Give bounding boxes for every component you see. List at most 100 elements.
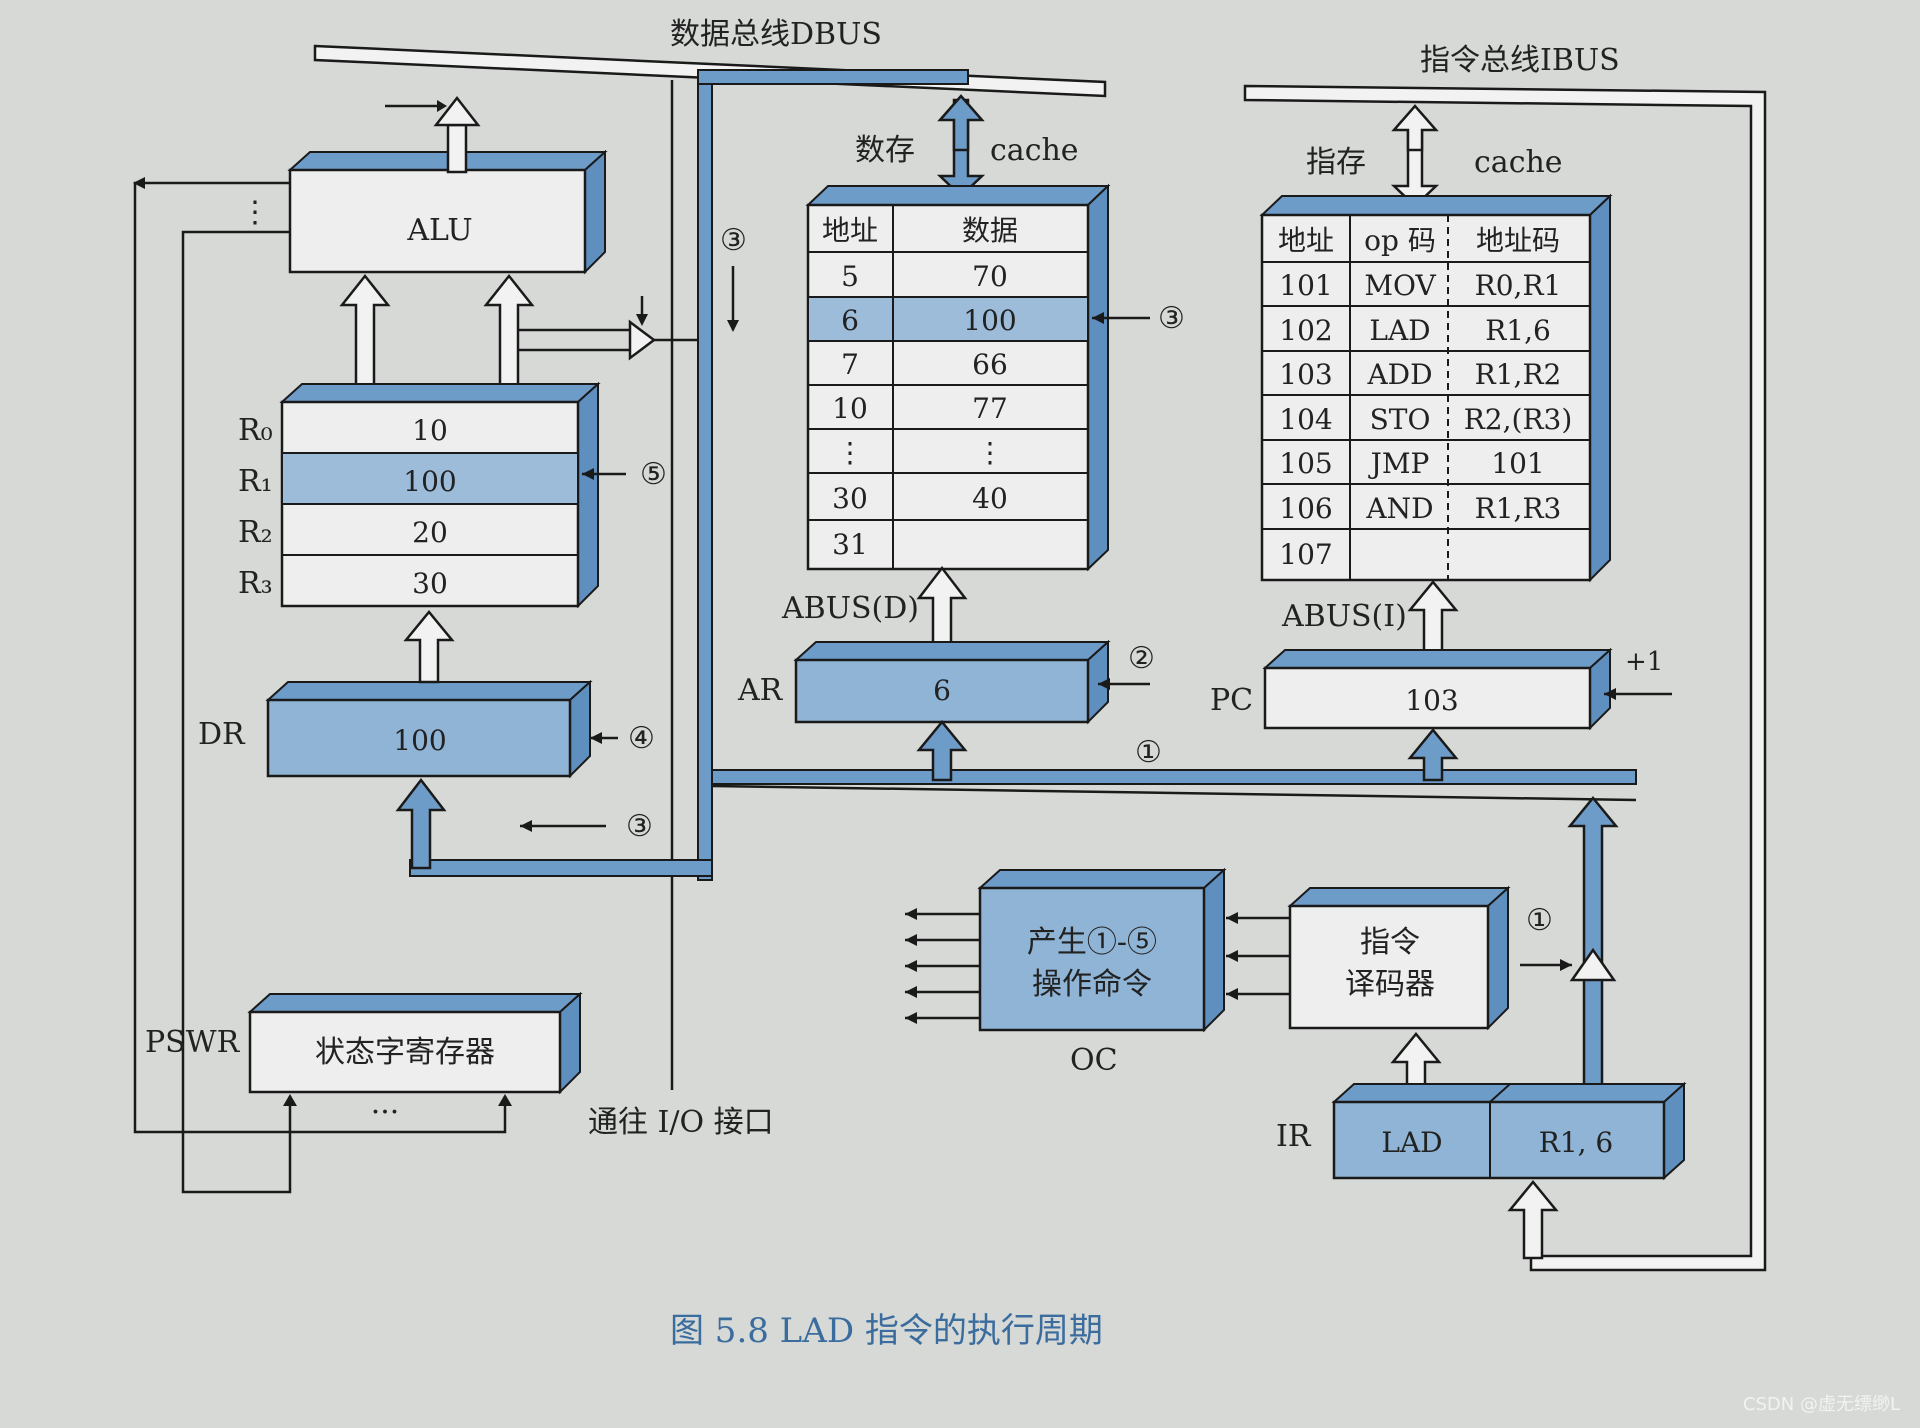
instr-memory-table	[1259, 193, 1613, 583]
pswr-register: PSWR 状态字寄存器 ···	[145, 991, 583, 1130]
ar-register: AR 6	[737, 639, 1111, 725]
step-3-label: ③	[626, 809, 653, 844]
abus-to-ar-arrow	[916, 720, 968, 782]
table-cell: 77	[972, 392, 1008, 425]
pc-name: PC	[1210, 683, 1253, 718]
abus-d-arrow	[916, 565, 968, 648]
step5-marker: ⑤	[582, 457, 667, 492]
alu-label: ALU	[406, 213, 472, 248]
instr-memory-rows: 101 MOV R0,R1 102 LAD R1,6 103 ADD R1,R2…	[1279, 269, 1572, 571]
ibus-label: 指令总线IBUS	[1420, 43, 1620, 78]
step3-marker-left: ③	[520, 809, 653, 844]
ir-name: IR	[1276, 1119, 1312, 1154]
table-cell: 101	[1279, 269, 1332, 302]
figure-caption: 图 5.8 LAD 指令的执行周期	[670, 1311, 1103, 1351]
table-header: 地址	[1278, 224, 1334, 257]
table-cell: 105	[1279, 447, 1332, 480]
step2-marker: ②	[1098, 641, 1155, 690]
ar-name: AR	[737, 673, 784, 708]
oc-outputs	[905, 908, 980, 1024]
table-cell: ⋮	[836, 436, 864, 469]
table-header: op 码	[1364, 224, 1436, 257]
register-value: 100	[403, 465, 456, 498]
dbus-label: 数据总线DBUS	[670, 17, 882, 52]
register-value: 10	[412, 414, 448, 447]
decoder-line1: 指令	[1360, 925, 1420, 960]
table-cell: R1,R2	[1475, 358, 1562, 391]
ibus-to-ir-arrow	[1507, 1180, 1559, 1260]
oc-line2: 操作命令	[1032, 967, 1152, 1002]
pc-register: PC 103 +1	[1210, 647, 1672, 731]
ir-address: R1, 6	[1539, 1126, 1614, 1159]
table-cell: STO	[1370, 403, 1431, 436]
pswr-dots: ···	[371, 1095, 400, 1130]
pswr-name: PSWR	[145, 1025, 241, 1060]
instr-memory-headers: 地址 op 码 地址码	[1278, 224, 1560, 257]
ir-register: IR LAD R1, 6	[1276, 1081, 1687, 1181]
table-header: 地址	[822, 214, 878, 247]
data-memory-link: 数存 cache	[855, 94, 1079, 198]
register-file	[279, 381, 601, 609]
io-label: 通往 I/O 接口	[588, 1105, 774, 1140]
table-cell: 102	[1279, 314, 1332, 347]
register-name: R₀	[238, 413, 273, 448]
table-cell: R1,6	[1485, 314, 1551, 347]
register-names: R₀ R₁ R₂ R₃	[238, 413, 273, 601]
abus-d-label: ABUS(D)	[781, 591, 919, 626]
dr-name: DR	[198, 717, 246, 752]
step-3-label: ③	[1158, 301, 1185, 336]
table-cell: 6	[841, 304, 859, 337]
dr-to-registers-arrow	[403, 610, 455, 684]
alu-dots: ⋮	[240, 195, 270, 230]
decoder-to-oc	[1226, 912, 1290, 1000]
table-cell: 66	[972, 348, 1008, 381]
table-cell: 30	[832, 482, 868, 515]
table-cell: R2,(R3)	[1464, 403, 1573, 436]
step3-marker-mid: ③	[720, 223, 747, 332]
table-cell: 31	[832, 528, 868, 561]
table-cell: 103	[1279, 358, 1332, 391]
step-5-label: ⑤	[640, 457, 667, 492]
table-cell: 10	[832, 392, 868, 425]
alu-inputs	[339, 273, 698, 394]
table-cell: 70	[972, 260, 1008, 293]
table-header: 数据	[962, 214, 1018, 247]
table-cell: 101	[1491, 447, 1544, 480]
instr-memory-link: 指存 cache	[1306, 104, 1563, 208]
step-1-label: ①	[1135, 735, 1162, 770]
pc-value: 103	[1405, 684, 1458, 717]
data-memory-rows: 5 70 6 100 7 66 10 77 ⋮ ⋮ 30 40 31	[832, 260, 1017, 561]
ir-address-path: ①	[1520, 796, 1619, 1102]
table-cell: LAD	[1369, 314, 1430, 347]
pswr-label: 状态字寄存器	[315, 1035, 495, 1070]
feedback-wires	[133, 177, 512, 1194]
data-memory-cache: cache	[990, 133, 1079, 168]
oc-line1: 产生①-⑤	[1027, 925, 1157, 960]
csdn-watermark: CSDN @虚无缥缈L	[1743, 1394, 1900, 1415]
oc-name: OC	[1070, 1043, 1118, 1078]
step-2-label: ②	[1128, 641, 1155, 676]
register-name: R₂	[238, 515, 273, 550]
instr-memory-cache: cache	[1474, 145, 1563, 180]
table-cell: 107	[1279, 538, 1332, 571]
data-memory-name: 数存	[855, 133, 915, 168]
data-memory-table	[805, 183, 1111, 572]
table-cell: 40	[972, 482, 1008, 515]
alu-box: ALU ⋮	[240, 149, 608, 275]
dbus-to-dr-arrow	[395, 777, 447, 870]
register-value: 30	[412, 567, 448, 600]
dr-value: 100	[393, 724, 446, 757]
table-cell: AND	[1365, 492, 1433, 525]
step-3-label: ③	[720, 223, 747, 258]
oc-unit: 产生①-⑤ 操作命令 OC	[977, 867, 1227, 1078]
abus-to-pc-arrow	[1407, 728, 1459, 782]
data-memory-headers: 地址 数据	[822, 214, 1018, 247]
alu-output	[385, 95, 481, 174]
table-cell: ADD	[1366, 358, 1432, 391]
instruction-decoder: 指令 译码器	[1287, 885, 1511, 1031]
abus-i-label: ABUS(I)	[1281, 599, 1407, 634]
register-value: 20	[412, 516, 448, 549]
ir-opcode: LAD	[1381, 1126, 1442, 1159]
step-4-label: ④	[628, 721, 655, 756]
